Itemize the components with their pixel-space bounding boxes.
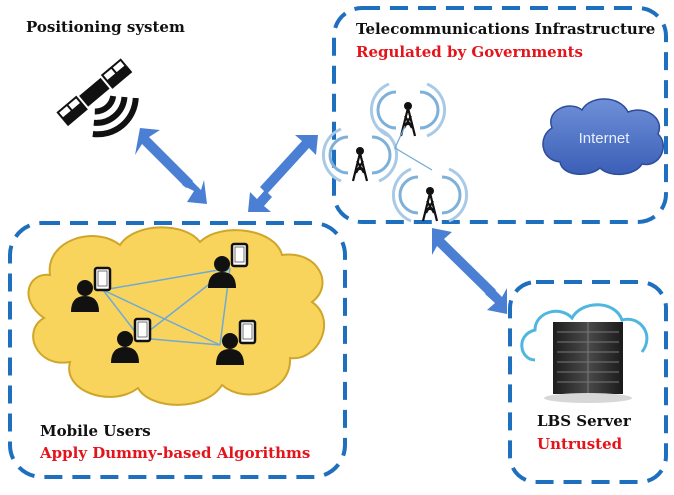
- tower-link: [394, 125, 433, 171]
- arrow-satellite-users: [135, 128, 207, 204]
- telecom-title: Telecommunications Infrastructure: [356, 20, 656, 38]
- mobile-users-title: Mobile Users: [40, 422, 151, 440]
- telecom-box: [332, 6, 668, 224]
- telecom-subtitle: Regulated by Governments: [356, 43, 584, 61]
- lbs-server-title: LBS Server: [537, 412, 631, 430]
- mobile-users-cloud: [27, 226, 325, 406]
- server-rack-icon: [520, 303, 649, 403]
- cell-tower-icon: [391, 167, 469, 223]
- positioning-title: Positioning system: [26, 18, 185, 36]
- cell-tower-icon: [369, 82, 447, 138]
- lbs-server-subtitle: Untrusted: [537, 435, 623, 453]
- arrow-telecom-server: [432, 228, 507, 314]
- mobile-users-subtitle: Apply Dummy-based Algorithms: [40, 444, 311, 462]
- arrow-telecom-users: [248, 135, 318, 212]
- satellite-icon: [56, 58, 139, 138]
- internet-cloud-icon: Internet: [542, 98, 664, 176]
- internet-label: Internet: [579, 130, 631, 147]
